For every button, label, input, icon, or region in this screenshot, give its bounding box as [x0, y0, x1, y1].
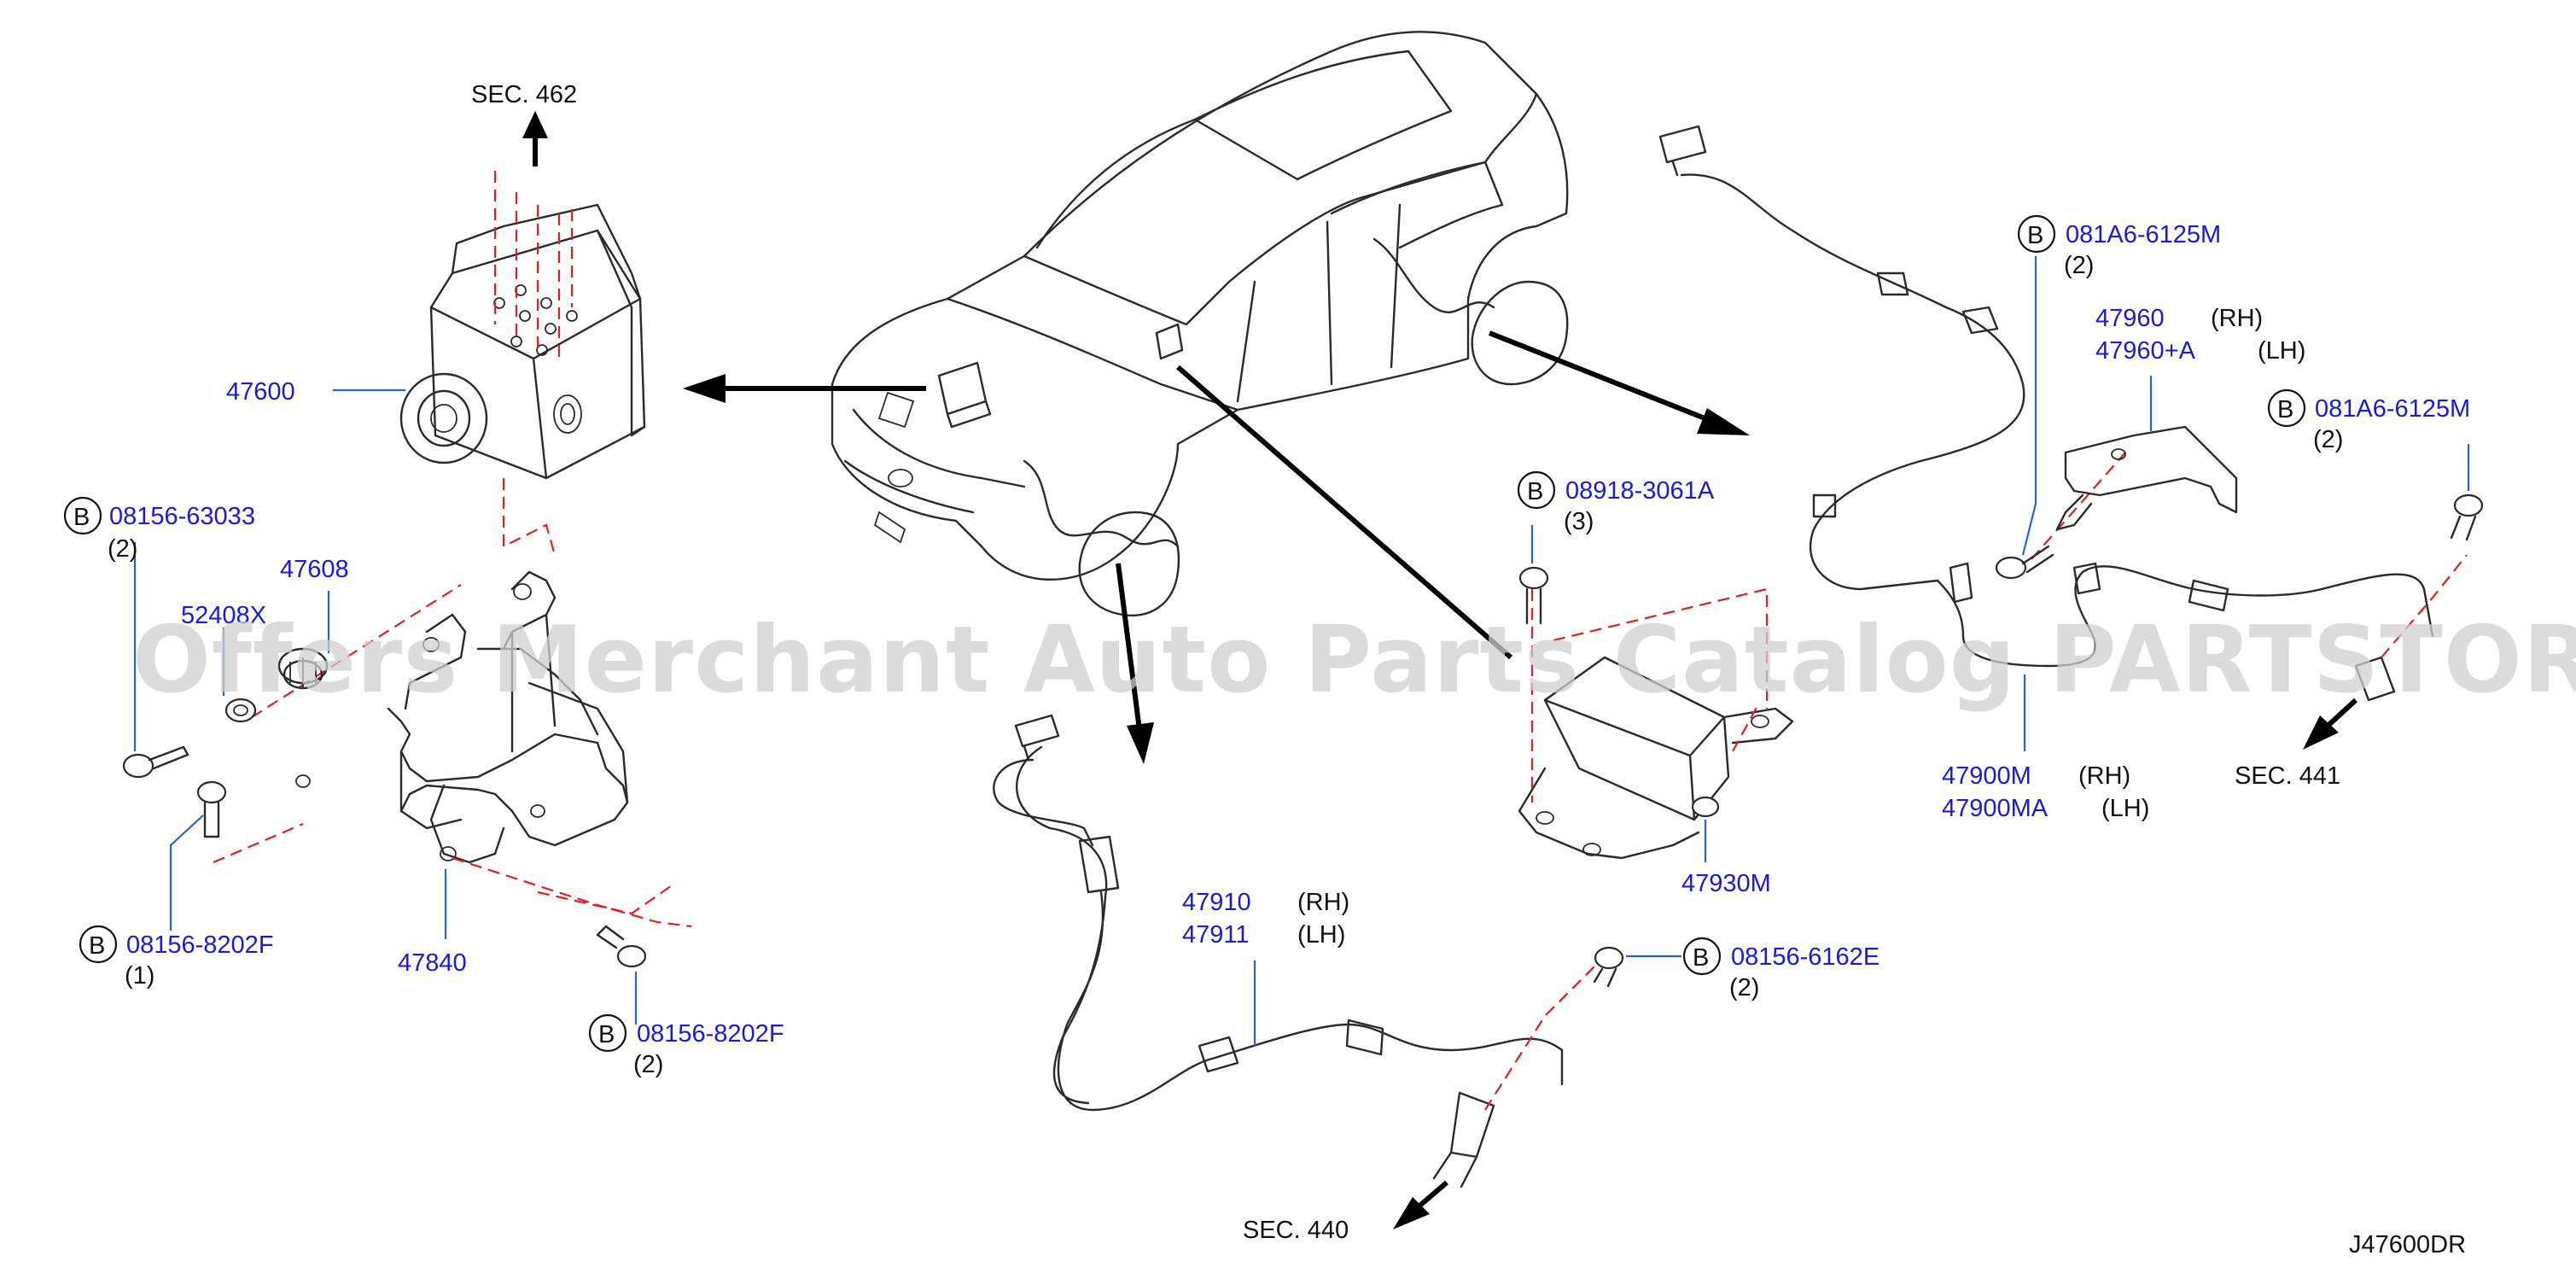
bracket-guides: [213, 584, 692, 928]
bolt-marker: B: [1693, 944, 1709, 972]
sec-462-label: SEC. 462: [471, 81, 577, 108]
callout-47930m: 47930M: [1681, 820, 1771, 897]
part-number-08918-3061a[interactable]: 08918-3061A: [1565, 477, 1715, 505]
bolt-08156-6162e: [1593, 946, 1624, 988]
grommet-47608: [277, 647, 329, 690]
part-number-47960[interactable]: 47960: [2095, 305, 2165, 332]
callout-08918-3061a: B 08918-3061A (3): [1517, 470, 1715, 563]
bolt-08918-3061a: [1518, 566, 1549, 625]
part-number-47900ma[interactable]: 47900MA: [1942, 795, 2049, 822]
callout-47600: 47600: [226, 378, 405, 406]
rh-label-47910: (RH): [1297, 889, 1349, 916]
front-sensor-guides: [1484, 955, 1606, 1111]
callout-08156-8202f-left: B 08156-8202F (1): [79, 814, 274, 990]
sec-440-label: SEC. 440: [1243, 1217, 1349, 1244]
part-number-08156-63033[interactable]: 08156-63033: [109, 503, 255, 530]
part-number-08156-6162e[interactable]: 08156-6162E: [1731, 943, 1880, 971]
part-number-47930m[interactable]: 47930M: [1681, 870, 1771, 897]
bolt-081a6-6125m-top: [1995, 545, 2054, 580]
bolt-marker: B: [73, 504, 90, 531]
lh-label-47911: (LH): [1297, 921, 1345, 949]
part-number-081a6-6125m-right[interactable]: 081A6-6125M: [2315, 395, 2470, 423]
callout-081a6-6125m-top: B 081A6-6125M (2): [2017, 214, 2221, 556]
lh-label-47960a: (LH): [2258, 337, 2305, 365]
rh-label-47900m: (RH): [2078, 762, 2130, 790]
callout-08156-8202f-bottom: B 08156-8202F (2): [588, 972, 784, 1078]
bolt-081a6-6125m-right: [2450, 493, 2484, 541]
yaw-rate-sensor: [1518, 656, 1794, 860]
quantity-08156-8202f-left: (1): [125, 962, 154, 990]
part-number-47960a[interactable]: 47960+A: [2095, 337, 2196, 365]
bolt-marker: B: [2277, 396, 2293, 423]
vehicle-pointer-arrows: [683, 330, 1750, 764]
callout-52408x: 52408X: [181, 602, 266, 696]
callout-47840: 47840: [398, 869, 467, 977]
sec-441-label: SEC. 441: [2235, 762, 2340, 790]
bolt-08156-63033: [122, 745, 189, 779]
quantity-08156-63033: (2): [108, 535, 137, 563]
part-number-47608[interactable]: 47608: [280, 556, 349, 583]
diagram-code: J47600DR: [2349, 1231, 2466, 1258]
abs-actuator-guides: [493, 171, 574, 556]
part-number-47840[interactable]: 47840: [398, 949, 467, 977]
bolt-marker: B: [598, 1021, 615, 1048]
bolt-marker: B: [2027, 222, 2043, 249]
quantity-08918-3061a: (3): [1564, 508, 1594, 535]
actuator-bracket: [295, 570, 629, 864]
part-number-47900m[interactable]: 47900M: [1942, 762, 2031, 790]
sensor-bracket-47960: [2055, 425, 2238, 531]
callout-47608: 47608: [280, 556, 349, 653]
front-wheel-sensor: [993, 714, 1564, 1188]
yaw-sensor-guides: [1530, 587, 1769, 803]
sec-440-reference: SEC. 440: [1243, 1180, 1448, 1244]
callout-081a6-6125m-right: B 081A6-6125M (2): [2267, 388, 2470, 491]
part-number-47910[interactable]: 47910: [1182, 889, 1251, 916]
callout-47960: 47960 (RH) 47960+A (LH): [2095, 305, 2305, 431]
abs-actuator-unit: [399, 203, 646, 480]
part-number-08156-8202f-bottom[interactable]: 08156-8202F: [637, 1020, 784, 1048]
sec-441-reference: SEC. 441: [2235, 698, 2358, 790]
part-number-52408x[interactable]: 52408X: [181, 602, 266, 629]
catalog-watermark: Offers Merchant Auto Parts Catalog PARTS…: [132, 607, 2576, 714]
sec-462-reference: SEC. 462: [471, 81, 577, 166]
bolt-marker: B: [89, 932, 105, 960]
part-number-47600[interactable]: 47600: [226, 378, 295, 406]
bolt-08156-8202f-bottom: [596, 925, 647, 968]
rear-sensor-guides: [2031, 452, 2468, 658]
callout-08156-6162e: B 08156-6162E (2): [1626, 937, 1880, 1001]
rear-wheel-sensor: [1658, 125, 2434, 702]
quantity-081a6-6125m-top: (2): [2064, 252, 2094, 279]
part-number-47911[interactable]: 47911: [1182, 921, 1250, 949]
collar-52408x: [224, 698, 257, 723]
quantity-08156-6162e: (2): [1729, 974, 1759, 1001]
part-number-08156-8202f-left[interactable]: 08156-8202F: [126, 931, 274, 959]
callout-47900m-47900ma: 47900M (RH) 47900MA (LH): [1942, 674, 2149, 822]
quantity-081a6-6125m-right: (2): [2313, 426, 2343, 453]
callout-47910-47911: 47910 (RH) 47911 (LH): [1182, 889, 1349, 1046]
rh-label-47960: (RH): [2211, 305, 2263, 332]
quantity-08156-8202f-bottom: (2): [633, 1051, 663, 1078]
vehicle-illustration: [830, 31, 1569, 617]
part-number-081a6-6125m-top[interactable]: 081A6-6125M: [2066, 221, 2221, 248]
lh-label-47900ma: (LH): [2101, 795, 2149, 822]
callout-08156-63033: B 08156-63033 (2): [63, 496, 255, 751]
bolt-marker: B: [1527, 478, 1543, 505]
bolt-08156-8202f-left: [196, 780, 227, 838]
